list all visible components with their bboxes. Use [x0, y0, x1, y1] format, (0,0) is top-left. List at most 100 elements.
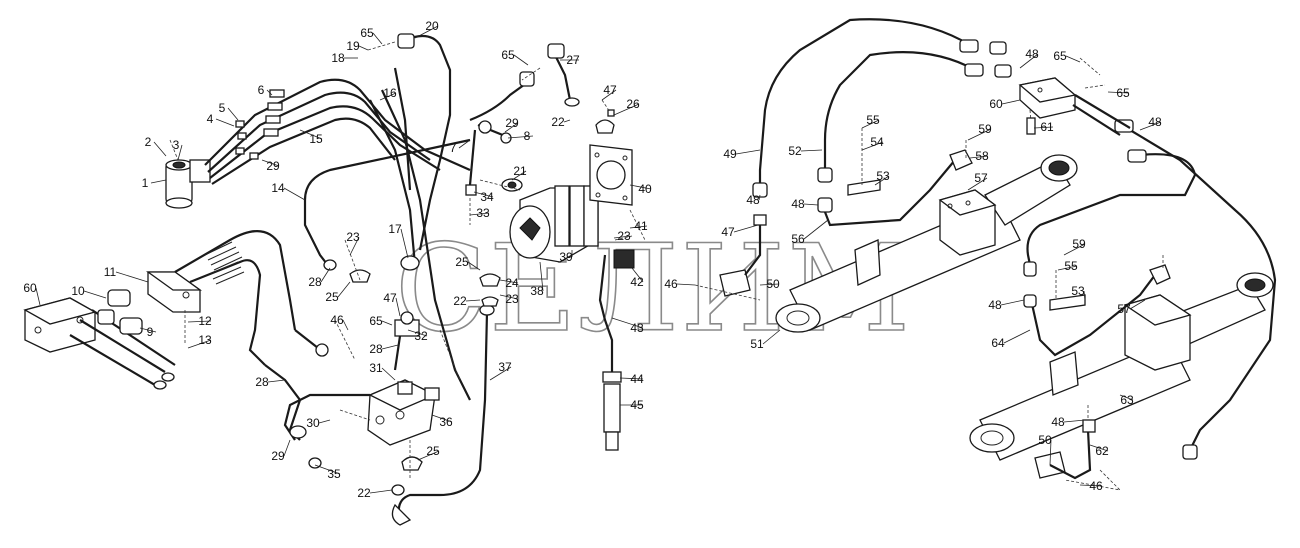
part-label-l53a: 53: [876, 169, 890, 183]
pipe-30: [283, 393, 370, 441]
part-label-l20: 20: [425, 19, 439, 33]
part-label-l64: 64: [991, 336, 1005, 350]
leader-line-l23a: [349, 236, 360, 256]
part-label-l52: 52: [788, 144, 802, 158]
part-label-l9: 9: [147, 325, 154, 339]
corrugated-hose-pair: [174, 230, 297, 366]
part-label-l42: 42: [630, 275, 644, 289]
part-label-l7: 7: [450, 141, 457, 155]
hydraulic-cylinder-63: [969, 272, 1274, 479]
part-label-l48f: 48: [1051, 415, 1065, 429]
rods-left: [69, 309, 176, 390]
part-label-l22b: 22: [453, 294, 467, 308]
pipe-37: [391, 304, 495, 526]
leader-line-l4: [215, 118, 235, 127]
pipe-64: [1023, 264, 1171, 357]
leader-line-l7: [458, 139, 471, 149]
part-label-l6: 6: [258, 83, 265, 97]
part-label-l22c: 22: [357, 486, 371, 500]
brackets-53: [847, 179, 1086, 311]
leader-line-l30: [318, 419, 331, 424]
part-label-l45: 45: [630, 398, 644, 412]
pipe-47-50: [744, 214, 767, 276]
part-label-l49: 49: [723, 147, 737, 161]
leader-line-l2: [153, 141, 167, 157]
part-label-l65c: 65: [369, 314, 383, 328]
part-label-l23b: 23: [617, 229, 631, 243]
leader-line-l15: [299, 129, 323, 140]
part-label-l29a: 29: [266, 159, 280, 173]
leader-line-l51: [762, 329, 781, 345]
clamps-22-25: [308, 269, 501, 496]
part-label-l13: 13: [198, 333, 212, 347]
leader-line-l48e: [1000, 299, 1025, 306]
leader-line-l43: [611, 317, 644, 329]
part-label-l48d: 48: [1148, 115, 1162, 129]
part-label-l23c: 23: [505, 292, 519, 306]
leader-line-l37: [489, 366, 512, 381]
leader-line-l47c: [733, 224, 759, 233]
leader-line-l40: [629, 184, 652, 190]
leader-line-l55a: [861, 119, 880, 129]
part-label-l61: 61: [1040, 120, 1054, 134]
leader-line-l65d: [1065, 55, 1081, 63]
leader-line-l46a: [676, 283, 696, 286]
leader-line-l48b: [803, 203, 819, 206]
part-label-l31: 31: [369, 361, 383, 375]
hydraulic-pump-38: [501, 178, 599, 263]
leader-line-l54: [861, 141, 884, 151]
leader-line-l31: [381, 367, 396, 381]
leader-line-l33: [469, 212, 490, 216]
part-label-l43: 43: [630, 321, 644, 335]
leader-line-l22c: [369, 489, 393, 494]
part-label-l29b: 29: [505, 116, 519, 130]
leader-line-l55b: [1057, 265, 1078, 271]
leader-line-l25c: [417, 450, 440, 461]
part-label-l36: 36: [439, 415, 453, 429]
part-label-l59b: 59: [1072, 237, 1086, 251]
leader-line-l62: [1089, 444, 1109, 452]
pipe-20: [397, 33, 452, 251]
part-label-l1: 1: [142, 176, 149, 190]
part-label-l47b: 47: [383, 291, 397, 305]
part-label-l65d: 65: [1053, 49, 1067, 63]
leader-line-l25b: [467, 261, 481, 271]
part-label-l48b: 48: [791, 197, 805, 211]
leader-line-l64: [1003, 329, 1031, 344]
part-label-l55b: 55: [1064, 259, 1078, 273]
part-label-l8: 8: [524, 129, 531, 143]
pipe-27: [469, 43, 580, 122]
leader-line-l50a: [759, 283, 780, 286]
part-label-l48a: 48: [746, 193, 760, 207]
leader-line-l25a: [337, 281, 351, 298]
part-label-l25b: 25: [455, 255, 469, 269]
leader-line-l21: [511, 170, 527, 181]
part-label-l35: 35: [327, 467, 341, 481]
leader-line-l35: [314, 464, 341, 475]
leader-line-l11: [115, 271, 149, 283]
leader-line-l52: [800, 149, 823, 152]
mounting-flange-40: [589, 144, 633, 206]
part-label-l24: 24: [505, 276, 519, 290]
hose-48-long: [1023, 119, 1277, 460]
part-label-l58: 58: [975, 149, 989, 163]
leader-line-l28a: [320, 267, 331, 283]
clamp-26: [595, 109, 615, 134]
part-label-l54: 54: [870, 135, 884, 149]
part-label-l27: 27: [566, 53, 580, 67]
valve-32: [393, 311, 420, 371]
part-label-l10: 10: [71, 284, 85, 298]
part-label-l23a: 23: [346, 230, 360, 244]
leader-line-l41: [629, 225, 648, 229]
leader-line-l59b: [1063, 243, 1086, 256]
part-label-l11: 11: [104, 265, 117, 279]
part-label-l62: 62: [1095, 444, 1109, 458]
leader-line-l60b: [1001, 99, 1021, 105]
part-label-l56: 56: [791, 232, 805, 246]
leader-line-l28b: [381, 344, 399, 350]
leader-line-l57b: [1129, 299, 1146, 310]
distributor-36: [367, 379, 440, 446]
leader-line-l63: [1119, 394, 1134, 401]
part-label-l14: 14: [271, 181, 285, 195]
leader-line-l23b: [613, 235, 631, 239]
